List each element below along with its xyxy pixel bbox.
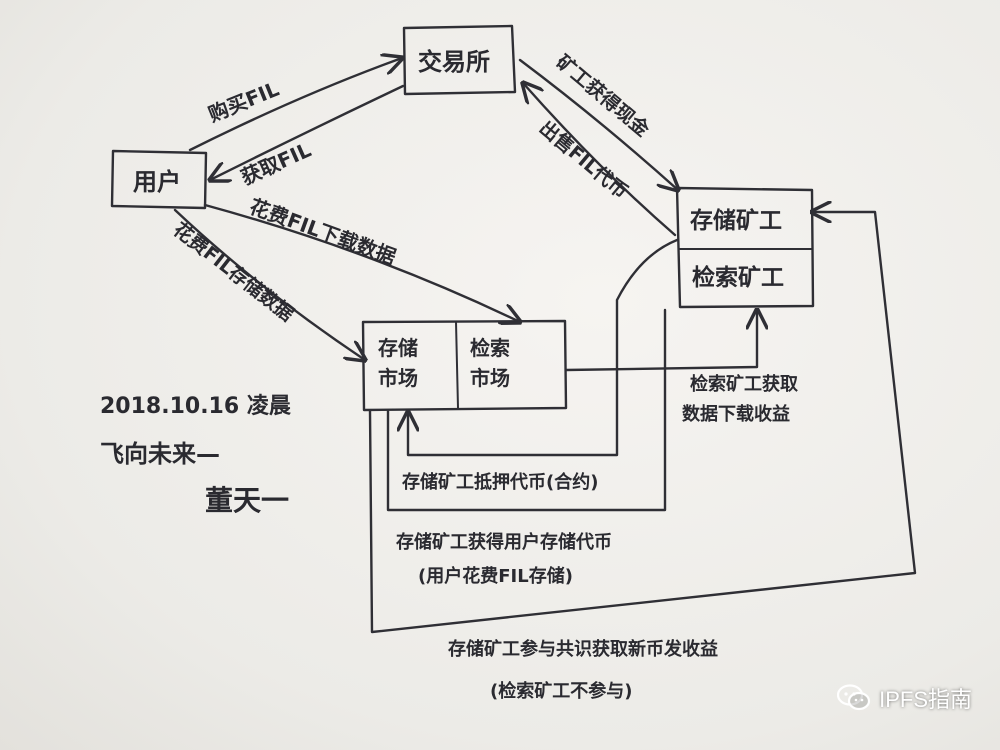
market-box (361, 319, 568, 412)
node-retrieval-market-label: 检索 市场 (470, 336, 517, 390)
edge-buy-fil (188, 58, 402, 152)
edge-get-fil (210, 84, 405, 180)
label-spend-fil-store: 花费FIL存储数据 (169, 218, 298, 326)
label-pledge: 存储矿工抵押代币(合约) (402, 471, 598, 493)
miner-box (675, 186, 815, 309)
label-miner-get-cash: 矿工获得现金 (552, 50, 655, 142)
edge-retrieval-fee (564, 310, 757, 372)
storage-market-line-1: 存储 (378, 336, 418, 360)
user-box (110, 149, 208, 210)
user-tokens-line-1: 存储矿工获得用户存储代币 (396, 531, 612, 553)
retrieval-fee-line-2: 数据下载收益 (682, 403, 790, 425)
label-retrieval-fee: 检索矿工获取 数据下载收益 (682, 373, 804, 425)
retrieval-market-line-1: 检索 (470, 336, 510, 360)
node-retrieval-miner-label: 检索矿工 (692, 264, 784, 291)
edge-sell-fil (523, 83, 677, 237)
label-sell-fil: 出售FIL代币 (535, 116, 633, 203)
label-buy-fil: 购买FIL (205, 77, 283, 127)
node-storage-market-label: 存储 市场 (378, 336, 425, 390)
label-get-fil: 获取FIL (237, 138, 314, 190)
wechat-icon (837, 684, 871, 711)
label-spend-fil-download: 花费FIL下载数据 (246, 194, 399, 269)
label-consensus: 存储矿工参与共识获取新币发收益 (检索矿工不参与) (448, 638, 724, 702)
watermark-text: IPFS指南 (879, 687, 972, 712)
watermark: IPFS指南 (837, 682, 972, 714)
edge-consensus (368, 212, 917, 634)
retrieval-market-line-2: 市场 (470, 366, 510, 390)
user-tokens-line-2: (用户花费FIL存储) (418, 565, 573, 587)
node-user-label: 用户 (133, 168, 181, 196)
edge-spend-fil-store (173, 208, 365, 360)
market-divider (455, 321, 459, 409)
signature-author-line: 飞向未来— (100, 440, 220, 468)
storage-market-line-2: 市场 (378, 366, 418, 390)
retrieval-fee-line-1: 检索矿工获取 (690, 373, 799, 395)
consensus-line-1: 存储矿工参与共识获取新币发收益 (448, 638, 718, 660)
signature-date: 2018.10.16 凌晨 (100, 394, 292, 419)
consensus-line-2: (检索矿工不参与) (490, 680, 632, 702)
edge-user-tokens (386, 308, 667, 512)
edge-spend-fil-download (203, 203, 520, 322)
signature-name: 董天一 (205, 484, 289, 517)
edge-miner-get-cash (518, 58, 678, 190)
node-storage-miner-label: 存储矿工 (690, 207, 782, 234)
label-user-tokens: 存储矿工获得用户存储代币 (用户花费FIL存储) (396, 531, 618, 587)
node-exchange-label: 交易所 (418, 48, 490, 76)
edge-pledge (408, 238, 679, 457)
